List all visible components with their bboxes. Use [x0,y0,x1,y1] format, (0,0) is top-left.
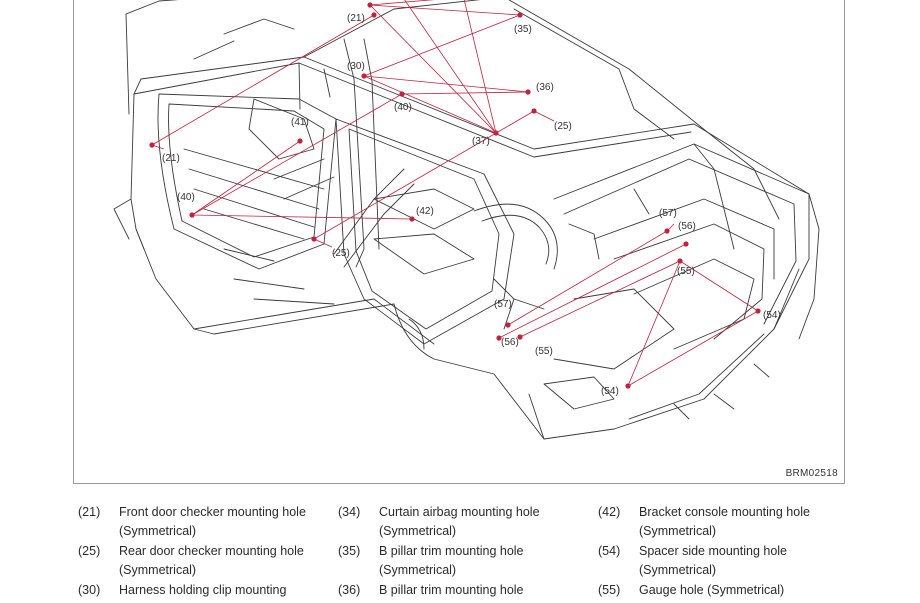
legend-line: Gauge hole (Symmetrical) [639,583,785,597]
legend-line: (Symmetrical) [119,524,197,538]
point-21a-2 [371,12,377,18]
legend-number: (34) [338,505,361,519]
point-25a [531,108,537,114]
callout-points [149,2,761,389]
point-25b [311,236,317,242]
point-40b [189,212,195,218]
legend-number: (30) [78,583,101,597]
legend-description: Bracket console mounting hole (Symmetric… [639,503,899,541]
legend-line: B pillar trim mounting hole [379,583,524,597]
legend-line: B pillar trim mounting hole [379,544,524,558]
point-36 [525,89,531,95]
point-42 [409,216,415,222]
callout-label: (57) [659,208,677,219]
legend-line: Spacer side mounting hole [639,544,788,558]
point-55b [517,334,523,340]
point-54a [755,308,761,314]
callout-label: (21) [162,153,180,164]
legend-number: (35) [338,544,361,558]
legend-number: (55) [598,583,621,597]
point-21a [367,2,373,8]
point-21b [149,142,155,148]
callout-label: (36) [536,82,554,93]
body-diagram-figure: (21) (35) (30) (36) (40) (25) (41) (37) … [73,0,845,484]
callout-label: (56) [501,337,519,348]
point-55a [677,258,683,264]
legend-description: B pillar trim mounting hole [379,581,594,600]
legend-line: Curtain airbag mounting hole [379,505,540,519]
callout-label: (25) [332,248,350,259]
legend-line: Front door checker mounting hole [119,505,306,519]
callout-label: (25) [554,121,572,132]
legend-line: Harness holding clip mounting [119,583,287,597]
legend-line: (Symmetrical) [119,563,197,577]
callout-leader-lines [151,0,759,387]
callout-labels: (21) (35) (30) (36) (40) (25) (41) (37) … [162,13,781,397]
callout-label: (40) [394,102,412,113]
callout-label: (37) [472,136,490,147]
point-40a [399,91,405,97]
legend-number: (36) [338,583,361,597]
point-56b [496,335,502,341]
point-57b [505,322,511,328]
legend-line: (Symmetrical) [379,563,457,577]
callout-label: (35) [514,24,532,35]
callout-label: (57) [494,299,512,310]
callout-label: (21) [347,13,365,24]
legend-number: (25) [78,544,101,558]
point-35 [517,12,523,18]
legend-line: (Symmetrical) [639,524,717,538]
vehicle-body-drawing: (21) (35) (30) (36) (40) (25) (41) (37) … [113,0,820,440]
callout-label: (54) [601,386,619,397]
callout-label: (55) [535,346,553,357]
figure-code: BRM02518 [785,468,838,479]
legend-table: (21) Front door checker mounting hole (S… [78,503,908,603]
legend-description: Harness holding clip mounting [119,581,334,600]
point-41 [297,138,303,144]
legend-number: (42) [598,505,621,519]
legend-line: (Symmetrical) [379,524,457,538]
legend-description: Front door checker mounting hole (Symmet… [119,503,334,541]
callout-label: (55) [677,266,695,277]
callout-label: (41) [291,117,309,128]
legend-description: Spacer side mounting hole (Symmetrical) [639,542,899,580]
legend-line: Rear door checker mounting hole [119,544,304,558]
legend-line: Bracket console mounting hole [639,505,810,519]
legend-description: Gauge hole (Symmetrical) [639,581,899,600]
callout-label: (30) [347,61,365,72]
body-outline [113,0,820,440]
callout-label: (40) [177,192,195,203]
legend-description: B pillar trim mounting hole (Symmetrical… [379,542,594,580]
point-57a [664,228,670,234]
legend-description: Rear door checker mounting hole (Symmetr… [119,542,334,580]
point-30 [361,73,367,79]
point-56a [683,241,689,247]
legend-number: (54) [598,544,621,558]
callout-label: (56) [678,221,696,232]
point-37 [493,130,499,136]
legend-line: (Symmetrical) [639,563,717,577]
callout-label: (42) [416,206,434,217]
callout-label: (54) [763,310,781,321]
legend-description: Curtain airbag mounting hole (Symmetrica… [379,503,594,541]
point-54b [625,383,631,389]
legend-number: (21) [78,505,101,519]
